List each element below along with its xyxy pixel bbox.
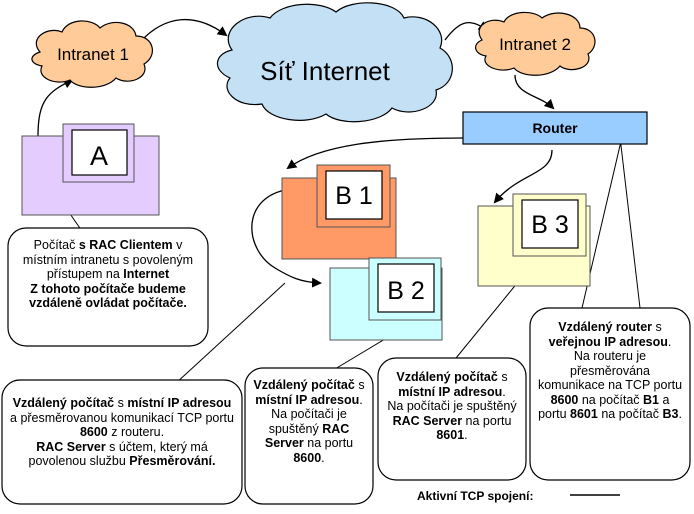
computer-a: A [21, 123, 160, 216]
callout-boxes [1, 227, 691, 505]
callout-computer-b2: Vzdálený počítač s místní IP adresou. Na… [253, 378, 365, 465]
callout-computer-b1: Vzdálený počítač s místní IP adresou a p… [10, 396, 234, 468]
callout-computer-b3: Vzdálený počítač s místní IP adresou. Na… [387, 370, 517, 442]
computer-b3: B 3 [477, 193, 591, 287]
cloud-intranet2: Intranet 2 [475, 11, 596, 76]
callout-router: Vzdálený router s veřejnou IP adresou. N… [537, 320, 683, 421]
connections [37, 18, 555, 288]
legend-label: Aktivní TCP spojení: [417, 489, 534, 503]
link-router-to-b1 [286, 137, 464, 170]
link-b1-to-b2 [251, 189, 322, 288]
computer-a-label: A [90, 141, 108, 171]
callout-computer-a: Počítač s RAC Clientem v místním intrane… [22, 238, 194, 310]
router-box: Router [462, 111, 648, 145]
link-router-to-b3 [493, 149, 553, 204]
link-intranet2-to-router [514, 74, 555, 110]
cloud-intranet1: Intranet 1 [31, 20, 153, 88]
computer-b1-label: B 1 [335, 182, 373, 210]
computer-b2-label: B 2 [387, 277, 425, 305]
link-intranet1-to-internet [139, 18, 228, 43]
router-label: Router [532, 120, 578, 136]
link-a-to-intranet1 [37, 79, 74, 137]
cloud-internet: Síť Internet [216, 2, 453, 123]
computer-b1: B 1 [281, 164, 397, 260]
cloud-internet-label: Síť Internet [260, 56, 390, 86]
cloud-intranet1-label: Intranet 1 [57, 45, 129, 64]
computer-b2: B 2 [329, 257, 443, 341]
computer-b3-label: B 3 [531, 211, 569, 239]
cloud-intranet2-label: Intranet 2 [499, 35, 571, 54]
